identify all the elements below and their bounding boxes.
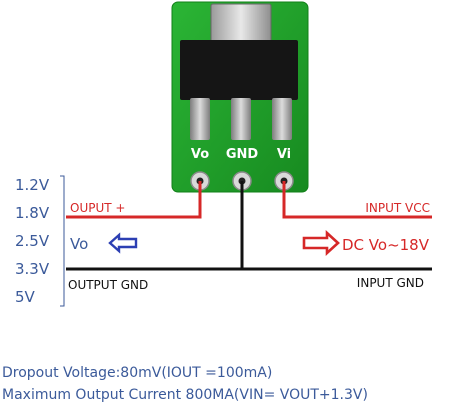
pin-label-gnd: GND — [226, 147, 259, 162]
pcb-board: Vo GND Vi — [171, 1, 309, 193]
output-plus-label: OUPUT + — [70, 201, 125, 215]
input-arrow-icon — [302, 230, 340, 256]
output-arrow-icon — [108, 232, 138, 254]
regulator-leg-vi — [272, 98, 292, 140]
input-vcc-label: INPUT VCC — [365, 201, 430, 215]
spec-dropout-voltage: Dropout Voltage:80mV(IOUT =100mA) — [2, 365, 272, 381]
voltage-options: 1.2V 1.8V 2.5V 3.3V 5V — [15, 175, 65, 307]
spec-max-output-current: Maximum Output Current 800MA(VIN= VOUT+1… — [2, 387, 368, 403]
input-gnd-label: INPUT GND — [357, 276, 424, 290]
regulator-leg-gnd — [231, 98, 251, 140]
voltage-option: 5V — [15, 288, 36, 306]
output-plus-wire — [66, 181, 202, 219]
output-gnd-label: OUTPUT GND — [68, 278, 148, 292]
regulator-leg-vo — [190, 98, 210, 140]
regulator-tab — [210, 3, 272, 43]
voltage-option: 1.8V — [15, 204, 50, 222]
voltage-option: 2.5V — [15, 232, 50, 250]
input-vcc-wire — [282, 181, 432, 219]
voltage-option: 1.2V — [15, 176, 50, 194]
pin-label-vo: Vo — [191, 147, 209, 162]
dc-range-label: DC Vo~18V — [342, 236, 430, 254]
pin-label-vi: Vi — [277, 147, 291, 162]
voltage-option: 3.3V — [15, 260, 50, 278]
wires — [66, 181, 432, 271]
voltage-options-bracket — [60, 175, 65, 307]
regulator-body — [180, 40, 298, 100]
vo-label: Vo — [70, 235, 88, 253]
